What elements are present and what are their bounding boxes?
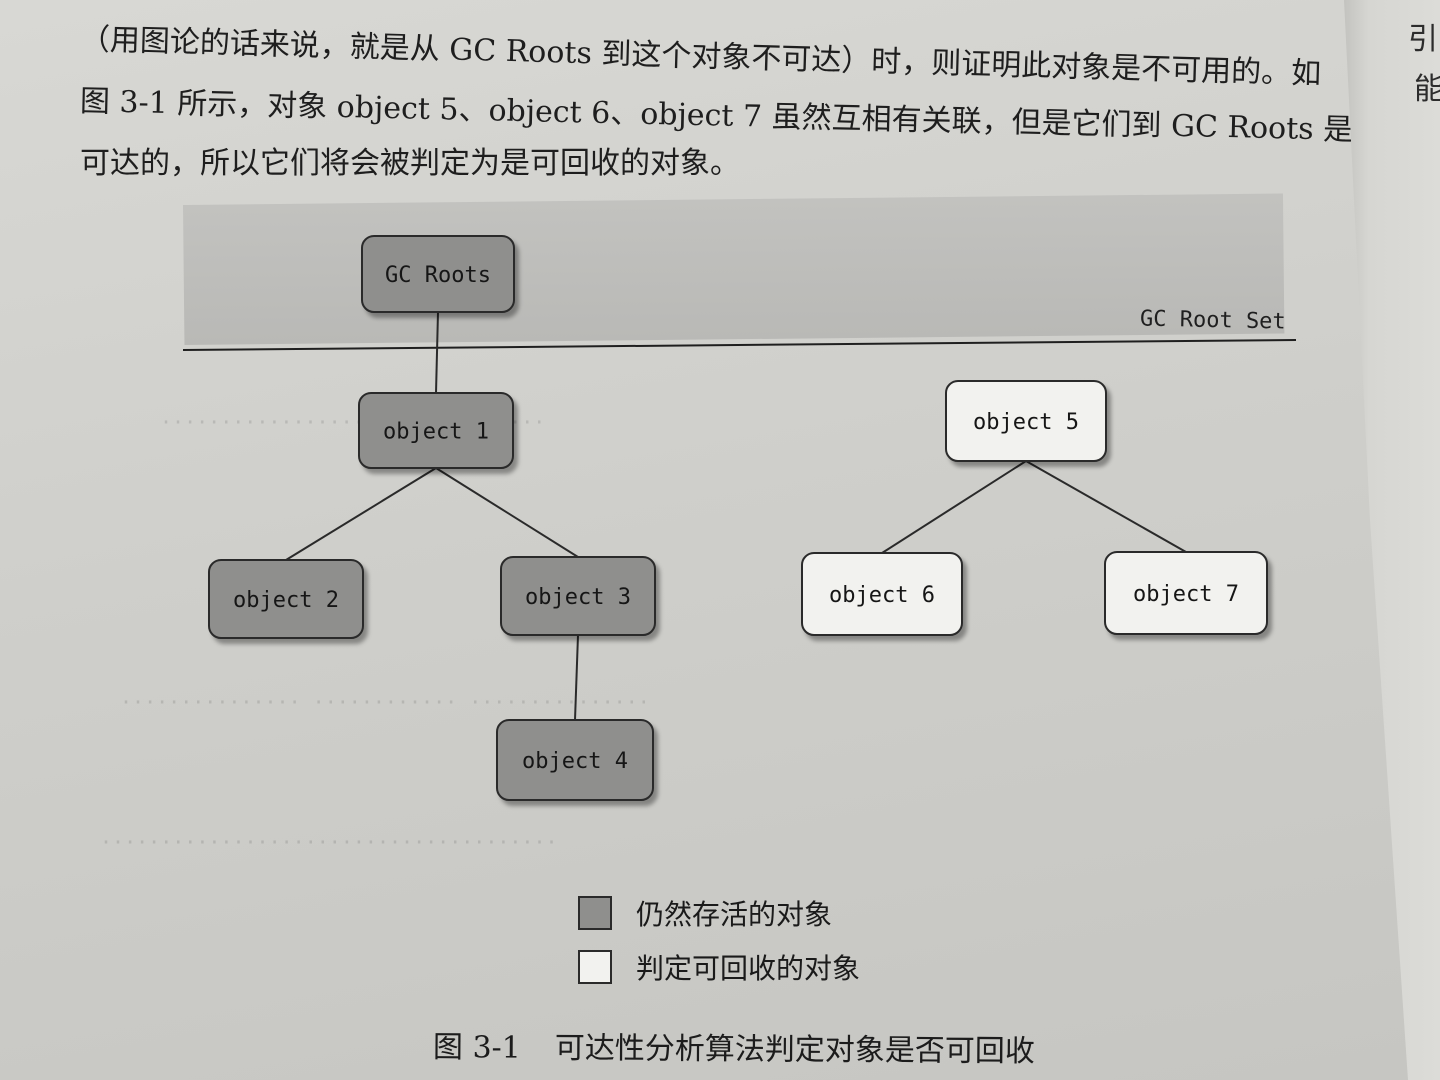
node-object-3: object 3 bbox=[500, 556, 656, 636]
node-object-5: object 5 bbox=[945, 380, 1107, 462]
bleed-through-line: ······································ bbox=[100, 830, 558, 854]
figure-number: 图 3-1 bbox=[432, 1030, 521, 1066]
edge-object-1-to-object-2 bbox=[285, 467, 437, 561]
nodes-layer: GC Roots object 1 object 2 object 3 object 4… bbox=[208, 235, 1268, 801]
node-label-object-5: object 5 bbox=[973, 410, 1079, 435]
node-label-object-3: object 3 bbox=[525, 585, 631, 610]
legend-live-swatch bbox=[578, 896, 612, 930]
node-box-object-3 bbox=[500, 556, 656, 636]
edges-layer bbox=[285, 311, 1187, 721]
node-label-object-4: object 4 bbox=[522, 749, 628, 774]
edge-object-1-to-object-3 bbox=[435, 467, 579, 558]
node-label-object-7: object 7 bbox=[1133, 582, 1239, 607]
legend-reclaimable-swatch bbox=[578, 950, 612, 984]
node-object-2: object 2 bbox=[208, 559, 364, 639]
edge-object-3-to-object-4 bbox=[574, 634, 579, 721]
node-box-object-7 bbox=[1104, 551, 1268, 635]
node-object-4: object 4 bbox=[496, 719, 654, 801]
node-box-object-5 bbox=[945, 380, 1107, 462]
node-object-1: object 1 bbox=[358, 392, 514, 469]
node-box-object-1 bbox=[358, 392, 514, 469]
node-box-object-2 bbox=[208, 559, 364, 639]
adjacent-page-glyph: 引 bbox=[1408, 22, 1438, 57]
node-label-object-2: object 2 bbox=[233, 588, 339, 613]
node-box-object-6 bbox=[801, 552, 963, 636]
legend-reclaimable-label: 判定可回收的对象 bbox=[636, 952, 861, 985]
node-gc-roots: GC Roots bbox=[361, 235, 515, 313]
node-label-object-1: object 1 bbox=[383, 420, 489, 445]
node-label-object-6: object 6 bbox=[829, 583, 935, 608]
figure-caption: 图 3-1 可达性分析算法判定对象是否可回收 bbox=[433, 1022, 1035, 1070]
paragraph-line-3: 可达的，所以它们将会被判定为是可回收的对象。 bbox=[80, 146, 740, 181]
root-set-boundary-line bbox=[182, 339, 1297, 351]
bleed-through-line: ··············· ············ ···········… bbox=[120, 690, 650, 714]
node-box-object-4 bbox=[496, 719, 654, 801]
node-box-gc-roots bbox=[361, 235, 515, 313]
node-label-gc-roots: GC Roots bbox=[385, 263, 491, 288]
edge-object-5-to-object-6 bbox=[881, 460, 1027, 554]
edge-object-5-to-object-7 bbox=[1025, 460, 1187, 553]
adjacent-page-glyph: 能 bbox=[1414, 72, 1440, 107]
edge-gc-roots-to-object-1 bbox=[435, 311, 439, 394]
figure-caption-text: 可达性分析算法判定对象是否可回收 bbox=[554, 1030, 1035, 1070]
node-object-7: object 7 bbox=[1104, 551, 1268, 635]
legend-live-label: 仍然存活的对象 bbox=[636, 898, 833, 931]
node-object-6: object 6 bbox=[801, 552, 963, 636]
